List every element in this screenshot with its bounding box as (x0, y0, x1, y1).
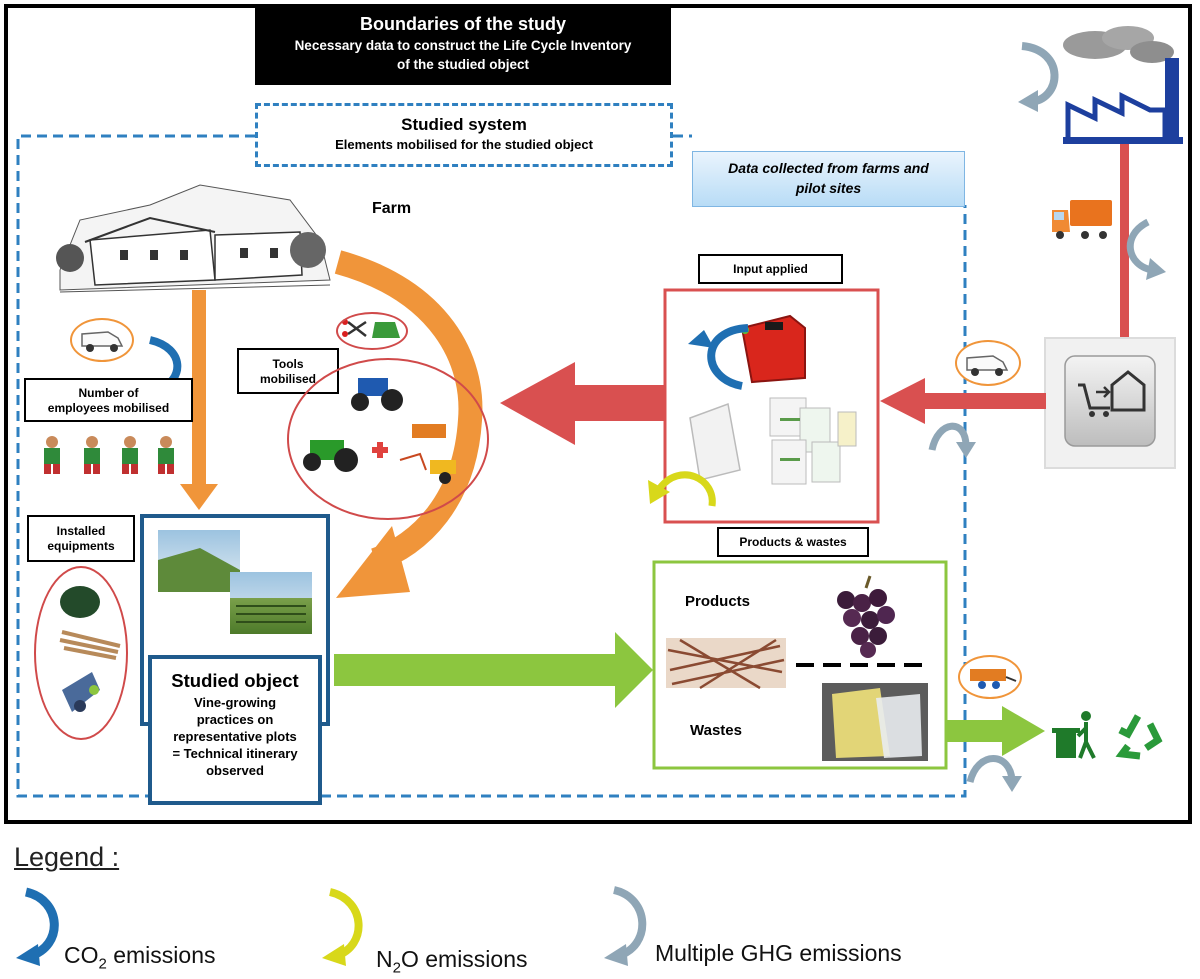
studied-object-line-3: representative plots (173, 729, 297, 744)
object-to-products-shaft (334, 654, 620, 686)
fertiliser-bags-icon (689, 397, 857, 485)
object-to-products-head (615, 632, 653, 708)
studied-object-title: Studied object (171, 670, 299, 691)
recycle-symbol-icon (1115, 714, 1163, 760)
waste-out-shaft (945, 720, 1005, 742)
factory-icon (1063, 26, 1183, 144)
grapes-icon (837, 575, 895, 658)
studied-system-box: Studied system Elements mobilised for th… (255, 103, 673, 167)
ghg-emission-arrow-shop (928, 422, 976, 458)
data-collected-box: Data collected from farms and pilot site… (692, 151, 965, 207)
products-wastes-label: Products & wastes (717, 527, 869, 557)
machinery-ellipse (287, 358, 489, 520)
legend-n2o-arrow-icon (322, 888, 363, 966)
studied-object-box: Studied object Vine-growing practices on… (148, 655, 322, 805)
supply-line (1120, 140, 1129, 340)
installed-equipments-line-1: Installed (56, 524, 106, 538)
co2-emission-arrow-input (688, 324, 749, 390)
hand-tools-ellipse (336, 312, 408, 350)
study-boundary-title: Boundaries of the study (359, 14, 566, 34)
wastes-label: Wastes (690, 722, 742, 739)
farm-illustration (56, 184, 331, 293)
study-boundary-frame (4, 4, 1192, 824)
installed-equipments-label: Installed equipments (27, 515, 135, 562)
trailer-icon (958, 655, 1022, 699)
ghg-emission-arrow-waste (966, 755, 1022, 792)
installed-equipments-line-2: equipments (47, 539, 115, 553)
van-icon-shop (955, 340, 1021, 386)
employees-label-line-2: employees mobilised (47, 401, 170, 415)
vineyard-photos (158, 530, 312, 634)
shop-to-input-shaft (920, 393, 1046, 409)
studied-object-line-2: practices on (196, 712, 274, 727)
recycle-bin-icon (1052, 711, 1096, 759)
legend-n2o-suffix: O emissions (400, 946, 528, 972)
van-icon-shop-graphic (966, 355, 1009, 376)
legend-co2: CO2 emissions (64, 942, 216, 973)
study-boundary-title-box: Boundaries of the study Necessary data t… (255, 8, 671, 85)
input-arrow-shaft (570, 385, 666, 421)
legend-ghg: Multiple GHG emissions (655, 940, 902, 966)
fuel-can-icon (740, 314, 806, 384)
studied-system-subtitle: Elements mobilised for the studied objec… (335, 137, 593, 152)
legend-ghg-arrow-icon (604, 886, 647, 966)
legend-co2-arrow-icon (16, 887, 59, 966)
products-label: Products (685, 593, 751, 610)
n2o-emission-arrow-input (648, 471, 716, 507)
studied-system-title: Studied system (401, 115, 527, 134)
prunings-icon (666, 638, 786, 690)
waste-out-head (1002, 706, 1045, 756)
van-icon-farm-graphic (81, 331, 124, 352)
shop-to-input-head (880, 378, 925, 424)
tools-label-line-1: Tools (272, 357, 304, 371)
input-arrow-head (500, 362, 575, 445)
legend-n2o-prefix: N (376, 946, 393, 972)
farm-curved-arrow-head (336, 526, 410, 598)
waste-bags-icon (822, 683, 928, 761)
data-collected-line-1: Data collected from farms and (728, 160, 929, 176)
studied-object-line-1: Vine-growing (193, 695, 277, 710)
trailer-icon-graphic (970, 669, 1017, 689)
employees-label-line-1: Number of (78, 386, 139, 400)
workers-icon (44, 436, 174, 474)
legend-co2-prefix: CO (64, 942, 99, 968)
input-applied-label: Input applied (698, 254, 843, 284)
legend-co2-subscript: 2 (98, 955, 107, 973)
truck-icon (1052, 200, 1112, 239)
legend-n2o: N2O emissions (376, 946, 528, 977)
legend-co2-suffix: emissions (106, 942, 216, 968)
van-icon-farm (70, 318, 134, 362)
studied-object-line-5: observed (206, 763, 264, 778)
ghg-emission-arrow-truck (1126, 218, 1166, 280)
tools-label-line-2: mobilised (259, 372, 316, 386)
employees-label: Number of employees mobilised (24, 378, 193, 422)
legend-n2o-subscript: 2 (392, 959, 401, 977)
data-collected-line-2: pilot sites (795, 180, 862, 196)
farm-to-object-shaft (192, 290, 206, 486)
installed-equipments-ellipse (34, 566, 128, 740)
system-boundary-left (16, 134, 967, 798)
studied-object-line-4: = Technical itinerary (172, 746, 298, 761)
farm-label: Farm (372, 200, 412, 217)
farm-to-object-head (180, 484, 218, 510)
study-boundary-subtitle-2: of the studied object (396, 57, 529, 72)
legend-title: Legend : (14, 842, 120, 872)
study-boundary-subtitle-1: Necessary data to construct the Life Cyc… (294, 38, 632, 53)
ghg-emission-arrow-factory (1018, 42, 1059, 112)
